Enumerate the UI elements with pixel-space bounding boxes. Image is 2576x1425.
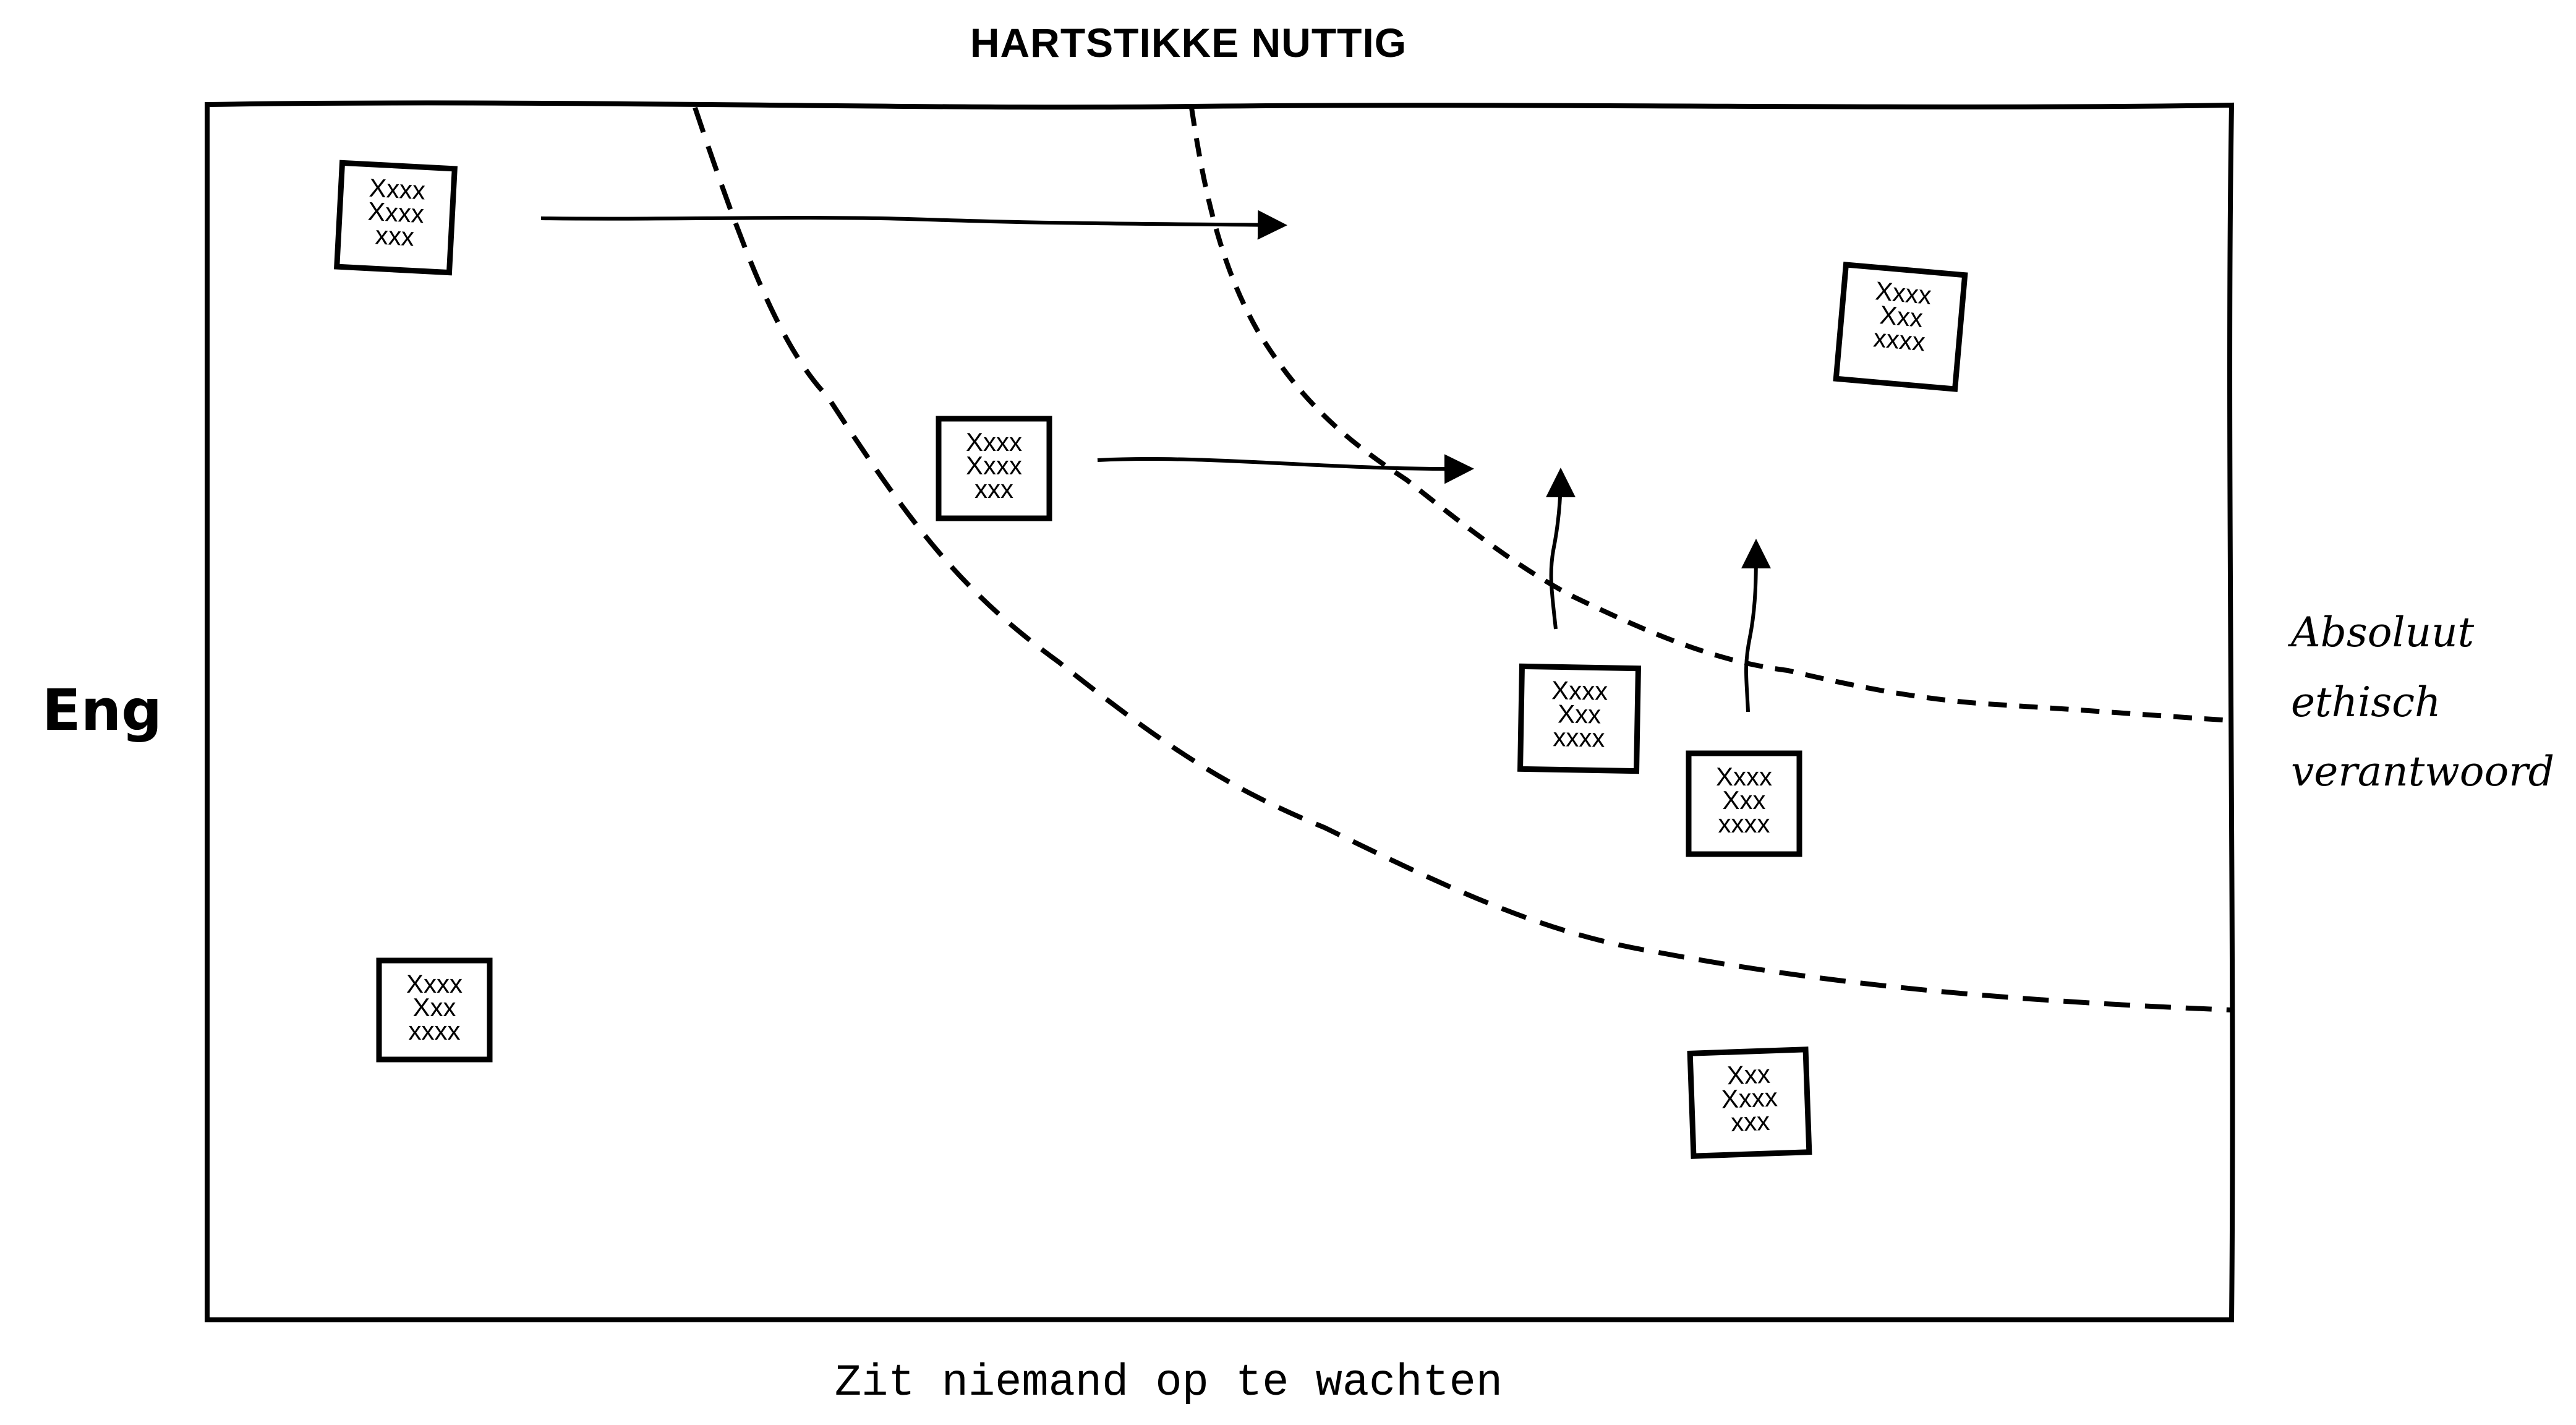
- card-text-line: Xxxx: [406, 969, 463, 998]
- card-text-line: Xxxx: [369, 173, 426, 205]
- arrow-up-2: [1741, 539, 1771, 712]
- right-axis-label-line3: verantwoord: [2291, 748, 2554, 795]
- card-text-line: xxxx: [1872, 323, 1927, 356]
- card-text-line: xxxx: [409, 1016, 461, 1045]
- arrow-right-1: [540, 210, 1287, 240]
- card-border: [376, 957, 493, 1063]
- card-text-line: xxxx: [1718, 809, 1770, 838]
- card-text-line: Xxxx: [966, 427, 1022, 456]
- card-text-line: Xxx: [412, 993, 456, 1022]
- right-axis-label-line1: Absoluut: [2287, 609, 2475, 656]
- bottom-axis-label: Zit niemand op te wachten: [835, 1358, 1503, 1408]
- card-text-line: Xxxx: [1551, 675, 1608, 706]
- card-text-line: Xxxx: [367, 197, 425, 229]
- outer-dashed-boundary: [693, 106, 2232, 1012]
- inner-dashed-boundary: [1189, 107, 2232, 723]
- card-text-line: Xxxx: [1874, 276, 1933, 310]
- card-border: [936, 416, 1052, 521]
- arrow-up-1: [1545, 468, 1576, 630]
- card-text-line: xxx: [375, 220, 415, 251]
- card-border: [333, 160, 458, 276]
- card-text-line: xxx: [1730, 1106, 1770, 1137]
- card-border: [1687, 1046, 1812, 1159]
- card-text-line: xxxx: [1553, 722, 1605, 752]
- frame: [203, 100, 2235, 1323]
- card-border: [1517, 663, 1642, 774]
- card-text-line: Xxx: [1722, 785, 1765, 815]
- left-axis-label: Eng: [42, 677, 162, 743]
- card-border: [1833, 262, 1968, 392]
- card-text-line: xxx: [975, 474, 1013, 503]
- card-border: [1686, 750, 1802, 857]
- card-text-line: Xxxx: [1721, 1082, 1778, 1113]
- top-axis-label: HARTSTIKKE NUTTIG: [970, 20, 1407, 66]
- card-text-line: Xxxx: [966, 451, 1022, 480]
- arrow-right-2: [1097, 454, 1474, 484]
- card-text-line: Xxxx: [1716, 762, 1772, 791]
- right-axis-label-line2: ethisch: [2291, 678, 2441, 726]
- card-text-line: Xxx: [1726, 1059, 1771, 1090]
- card-text-line: Xxx: [1558, 699, 1601, 729]
- card-text-line: Xxx: [1879, 300, 1924, 333]
